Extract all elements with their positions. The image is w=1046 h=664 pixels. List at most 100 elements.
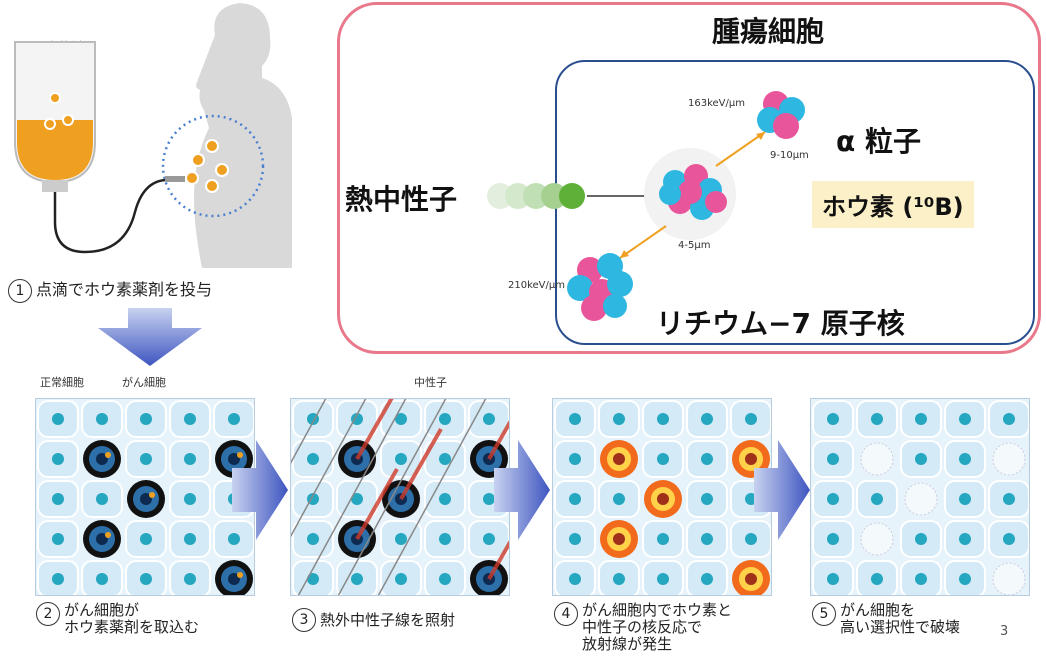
tumor-cell-frame bbox=[337, 2, 1041, 354]
normal-cell bbox=[439, 453, 451, 465]
normal-cell bbox=[439, 413, 451, 425]
lithium-nucleus bbox=[567, 253, 633, 321]
normal-cell bbox=[701, 453, 713, 465]
iv-tube bbox=[53, 178, 166, 254]
normal-cell bbox=[351, 573, 363, 585]
step4-caption: 4 がん細胞内でホウ素と中性子の核反応で放射線が発生 bbox=[554, 602, 732, 653]
normal-cell bbox=[140, 453, 152, 465]
normal-cell bbox=[395, 573, 407, 585]
lithium-arrow bbox=[619, 225, 667, 259]
neutron-trail bbox=[487, 183, 585, 209]
normal-cell bbox=[483, 533, 495, 545]
iv-liquid bbox=[17, 120, 93, 180]
normal-cell bbox=[915, 573, 927, 585]
normal-cell bbox=[915, 453, 927, 465]
cancer-cell-label: がん細胞 bbox=[122, 376, 166, 389]
normal-cell bbox=[613, 493, 625, 505]
panel-2 bbox=[35, 398, 255, 596]
iv-drip-illustration bbox=[14, 3, 292, 268]
normal-cell bbox=[701, 413, 713, 425]
body-focus-circle bbox=[161, 114, 265, 218]
neutron-small-label: 中性子 bbox=[414, 376, 447, 389]
boron-particles bbox=[44, 92, 229, 193]
normal-cell bbox=[140, 533, 152, 545]
step1-number: 1 bbox=[8, 278, 32, 303]
step5-number: 5 bbox=[812, 602, 836, 626]
step3-caption: 3 熱外中性子線を照射 bbox=[292, 608, 455, 632]
normal-cell bbox=[351, 493, 363, 505]
normal-cell bbox=[439, 573, 451, 585]
normal-cell bbox=[569, 453, 581, 465]
step3-number: 3 bbox=[292, 608, 316, 632]
nuclear-reaction-diagram bbox=[487, 91, 805, 321]
normal-cell bbox=[395, 453, 407, 465]
panel-3 bbox=[290, 398, 510, 596]
normal-cell bbox=[569, 413, 581, 425]
alpha-energy: 163keV/μm bbox=[688, 98, 745, 109]
panel-5 bbox=[810, 398, 1030, 596]
normal-cell bbox=[827, 493, 839, 505]
normal-cell bbox=[395, 533, 407, 545]
arrow-4-5 bbox=[754, 440, 810, 540]
normal-cell bbox=[959, 533, 971, 545]
normal-cell bbox=[871, 573, 883, 585]
step5-line2: 高い選択性で破壊 bbox=[840, 618, 961, 636]
normal-cell bbox=[52, 493, 64, 505]
normal-cell bbox=[745, 533, 757, 545]
normal-cell bbox=[96, 413, 108, 425]
arrow-3-4 bbox=[494, 440, 550, 540]
normal-cell bbox=[657, 413, 669, 425]
down-arrow bbox=[98, 308, 202, 366]
alpha-arrow bbox=[715, 131, 766, 167]
alpha-label: α 粒子 bbox=[836, 125, 921, 158]
normal-cell bbox=[228, 533, 240, 545]
normal-cell bbox=[959, 413, 971, 425]
boron-label: ホウ素 (¹⁰B) bbox=[812, 181, 974, 228]
step2-line1: がん細胞が bbox=[64, 601, 140, 619]
normal-cell bbox=[613, 413, 625, 425]
normal-cell bbox=[351, 413, 363, 425]
normal-cell bbox=[184, 573, 196, 585]
person-silhouette bbox=[194, 3, 292, 268]
normal-cell bbox=[701, 533, 713, 545]
arrow-2-3 bbox=[232, 440, 288, 540]
step4-number: 4 bbox=[554, 602, 578, 626]
normal-cell bbox=[701, 493, 713, 505]
normal-cell bbox=[395, 413, 407, 425]
step2-line2: ホウ素薬剤を取込む bbox=[64, 618, 200, 636]
normal-cell bbox=[827, 413, 839, 425]
lithium-energy: 210keV/μm bbox=[508, 280, 565, 291]
normal-cell bbox=[959, 573, 971, 585]
normal-cell bbox=[657, 533, 669, 545]
normal-cell bbox=[307, 573, 319, 585]
step2-caption: 2 がん細胞がホウ素薬剤を取込む bbox=[36, 602, 199, 636]
normal-cell bbox=[52, 533, 64, 545]
normal-cell bbox=[184, 533, 196, 545]
normal-cell bbox=[140, 413, 152, 425]
alpha-range: 9-10μm bbox=[770, 150, 809, 161]
normal-cell bbox=[184, 493, 196, 505]
normal-cell bbox=[307, 533, 319, 545]
step3-line1: 熱外中性子線を照射 bbox=[320, 611, 456, 629]
normal-cell bbox=[184, 453, 196, 465]
normal-cell bbox=[827, 573, 839, 585]
step4-line2: 中性子の核反応で bbox=[582, 618, 703, 636]
normal-cell bbox=[52, 453, 64, 465]
normal-cell bbox=[613, 573, 625, 585]
normal-cell bbox=[959, 493, 971, 505]
normal-cell bbox=[307, 453, 319, 465]
normal-cell bbox=[439, 533, 451, 545]
normal-cell bbox=[915, 533, 927, 545]
normal-cell bbox=[657, 573, 669, 585]
panel-4 bbox=[552, 398, 772, 596]
step2-number: 2 bbox=[36, 602, 60, 626]
normal-cell bbox=[1003, 493, 1015, 505]
normal-cell bbox=[569, 493, 581, 505]
step5-line1: がん細胞を bbox=[840, 601, 916, 619]
normal-cell bbox=[1003, 533, 1015, 545]
lithium-range: 4-5μm bbox=[678, 240, 711, 251]
normal-cell bbox=[96, 573, 108, 585]
normal-cell bbox=[140, 573, 152, 585]
normal-cell bbox=[569, 533, 581, 545]
